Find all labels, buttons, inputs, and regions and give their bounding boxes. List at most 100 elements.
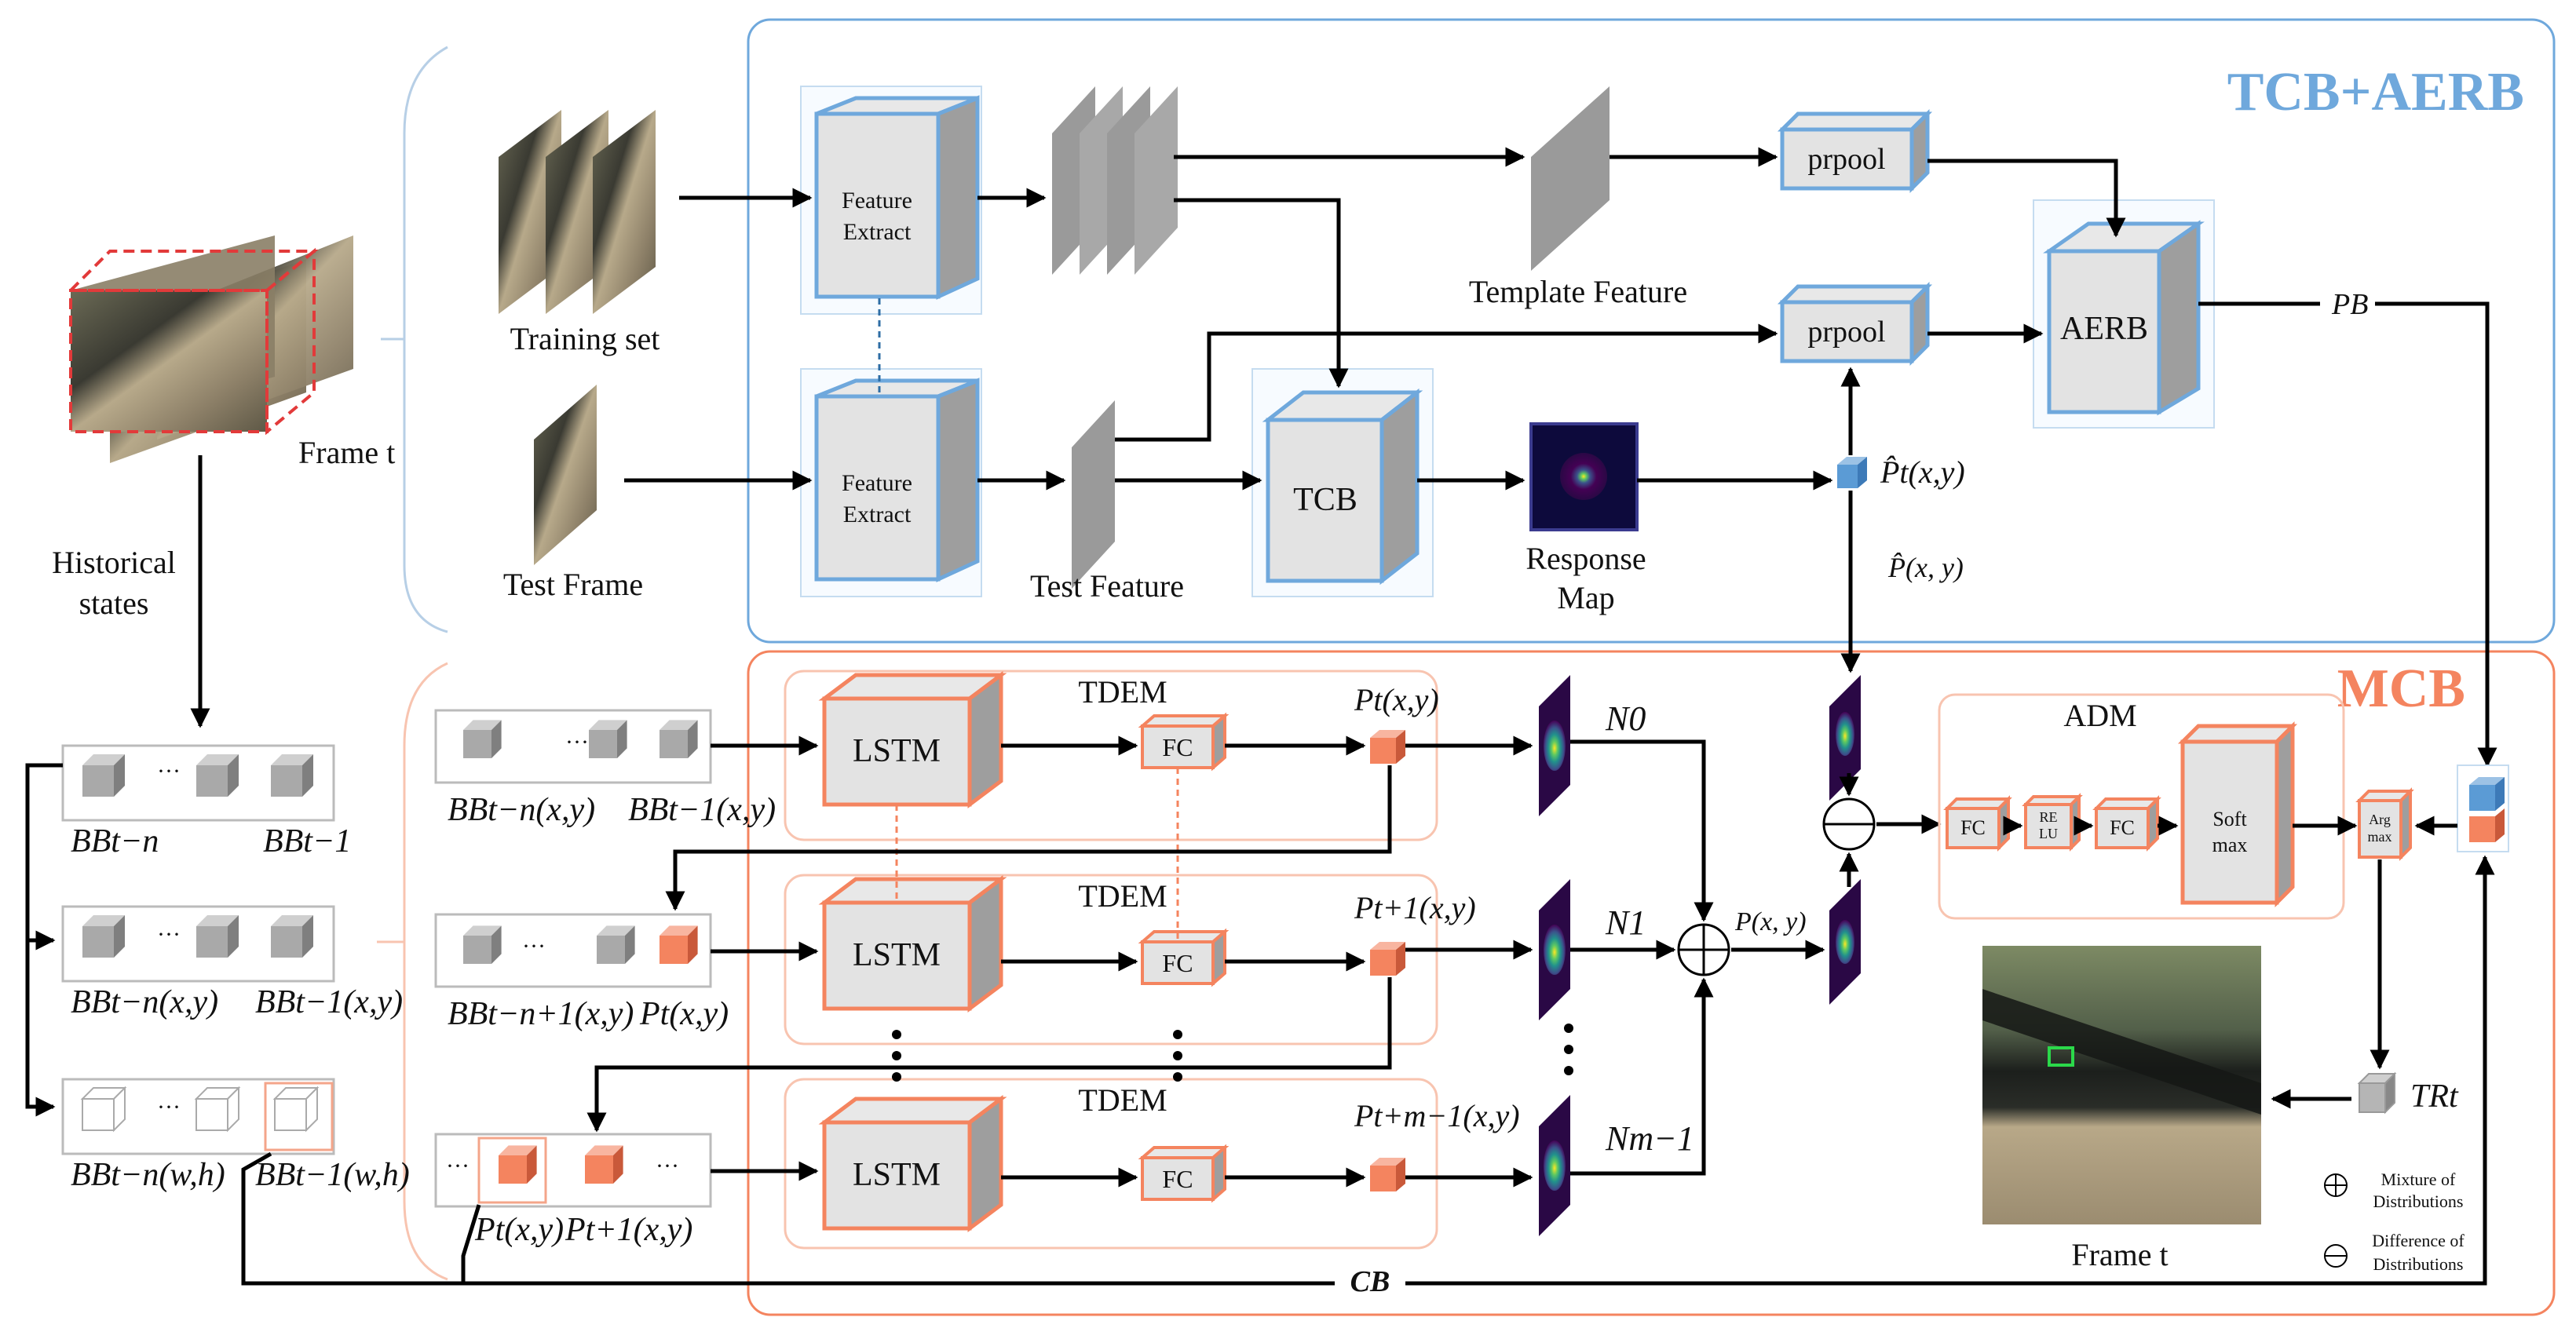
- fc-block-2: [1138, 928, 1230, 987]
- mcb-row1-right-label: BBt−1(x,y): [628, 792, 776, 828]
- mcb-row1-cube: [660, 720, 698, 758]
- gaussian-n0: [1539, 675, 1570, 816]
- gaussian-phat: [1829, 675, 1861, 801]
- adm-relu-line2: LU: [2039, 826, 2058, 841]
- arrow-trainfeat-to-tcb: [1174, 198, 1349, 389]
- arrow-nm1-to-mix: [1570, 977, 1714, 1176]
- tcb-aerb-title: TCB+AERB: [2227, 62, 2524, 122]
- label-bbxy-t-minus-n: BBt−n(x,y): [71, 984, 218, 1020]
- history-bb-cube: [196, 754, 239, 797]
- fc-label-3: FC: [1162, 1165, 1193, 1193]
- prpool-bottom-label: prpool: [1807, 316, 1885, 348]
- lstm-label-3: LSTM: [853, 1157, 941, 1193]
- prpool-top-label: prpool: [1807, 143, 1885, 176]
- mcb-row2-cube: [597, 925, 635, 964]
- prpool-bottom: [1777, 281, 1933, 367]
- feature-extract-bottom-line2: Extract: [843, 502, 912, 527]
- test-frame-label: Test Frame: [503, 567, 643, 602]
- prpool-top: [1777, 108, 1933, 194]
- adm-fc-2-label: FC: [2110, 816, 2135, 839]
- mcb-row2-left-label: BBt−n+1(x,y): [448, 996, 634, 1032]
- aerb-block: [2033, 199, 2215, 429]
- p-cube-3: [1370, 1158, 1405, 1191]
- label-bbxy-t-minus-1: BBt−1(x,y): [255, 984, 403, 1020]
- history-bb-cube: [82, 754, 125, 797]
- arrow-cb-to-stack: [1405, 855, 2495, 1286]
- mcb-row3-ellipsis-left: ···: [446, 1153, 470, 1179]
- training-set-label: Training set: [510, 321, 660, 356]
- mcb-row2-ellipsis: ···: [522, 933, 546, 959]
- frame-t-bottom-image: [1982, 946, 2261, 1224]
- history-bbxy-cube: [271, 915, 313, 958]
- template-feature-label: Template Feature: [1469, 274, 1687, 309]
- mcb-row3-cube-1: [499, 1145, 537, 1184]
- history-bbxy-cube: [196, 915, 239, 958]
- n1-label: N1: [1605, 903, 1646, 942]
- mcb-row1-cube: [463, 720, 502, 758]
- history-bbxy-cube: [82, 915, 125, 958]
- test-feature-label: Test Feature: [1030, 568, 1184, 604]
- mcb-row1-left-label: BBt−n(x,y): [448, 792, 595, 828]
- mcb-row3-left-label: Pt(x,y): [474, 1212, 564, 1248]
- legend-difference-line1: Difference of: [2372, 1231, 2465, 1250]
- nm1-label: Nm−1: [1605, 1119, 1694, 1158]
- fc-label-2: FC: [1162, 949, 1193, 977]
- adm-softmax-line1: Soft: [2212, 808, 2247, 830]
- argmax-line1: Arg: [2369, 812, 2391, 827]
- feature-extract-top-line2: Extract: [843, 219, 912, 245]
- mixture-operator: [1677, 923, 1730, 976]
- p-hat-label: P̂(x, y): [1887, 552, 1964, 583]
- mcb-title: MCB: [2337, 659, 2465, 719]
- p-tm1-label: Pt+m−1(x,y): [1354, 1098, 1520, 1133]
- legend-difference-line2: Distributions: [2373, 1254, 2464, 1274]
- history-bb-cube: [271, 754, 313, 797]
- history-bracket: [25, 763, 63, 1117]
- historical-states-line2: states: [79, 586, 149, 621]
- gaussian-n1: [1539, 879, 1570, 1020]
- lstm-block-2: [818, 875, 1007, 1013]
- p-cube-2: [1370, 942, 1405, 976]
- argmax-line2: max: [2368, 829, 2392, 845]
- adm-fc-1-label: FC: [1960, 816, 1986, 839]
- mcb-row3-ellipsis-right: ···: [656, 1153, 679, 1179]
- legend-mixture-line1: Mixture of: [2381, 1170, 2456, 1189]
- mcb-row3-input: [434, 1133, 712, 1208]
- tcb-aerb-section: [747, 18, 2556, 644]
- label-bb-t-minus-n: BBt−n: [71, 823, 159, 859]
- p-cube-1: [1370, 730, 1405, 764]
- frame-t-top-label: Frame t: [298, 435, 395, 470]
- mcb-row3-cube-2: [585, 1145, 623, 1184]
- ellipsis-1: ···: [157, 758, 181, 784]
- response-map-image: [1529, 422, 1639, 531]
- adm-softmax-line2: max: [2212, 834, 2248, 856]
- frame-stack-image: [67, 235, 353, 463]
- training-features: [1052, 86, 1178, 275]
- training-set-images: [499, 110, 656, 314]
- mcb-row3-right-label: Pt+1(x,y): [565, 1212, 692, 1248]
- cb-label: CB: [1350, 1265, 1390, 1298]
- label-bb-t-minus-1: BBt−1: [263, 823, 351, 859]
- lstm-label-1: LSTM: [853, 733, 941, 769]
- arrow-testfeat-to-prpool: [1115, 323, 1778, 442]
- history-bbwh-cube: [194, 1086, 241, 1133]
- mcb-row2-cube: [463, 925, 502, 964]
- feature-extract-bottom-line1: Feature: [842, 470, 912, 496]
- label-bbwh-t-minus-1: BBt−1(w,h): [255, 1157, 410, 1193]
- legend-mixture-line2: Distributions: [2373, 1191, 2464, 1211]
- feature-extract-bottom: [800, 368, 982, 597]
- arrow-prpool-to-aerb: [1927, 159, 2126, 238]
- response-map-line1: Response: [1526, 541, 1646, 576]
- tdem-title-1: TDEM: [1078, 674, 1167, 710]
- adm-fc-2: [2092, 795, 2161, 852]
- candidate-stack: [2457, 765, 2509, 852]
- mcb-row2-cube-predicted: [660, 925, 698, 964]
- ellipsis-3: ···: [157, 1094, 181, 1120]
- template-feature-map: [1531, 86, 1610, 271]
- tdem-frame-2: [784, 874, 1438, 1045]
- fc-label-1: FC: [1162, 733, 1193, 761]
- test-feature-map: [1072, 400, 1115, 589]
- feature-extract-top-line1: Feature: [842, 188, 912, 213]
- arrow-row3-down: [461, 1204, 481, 1283]
